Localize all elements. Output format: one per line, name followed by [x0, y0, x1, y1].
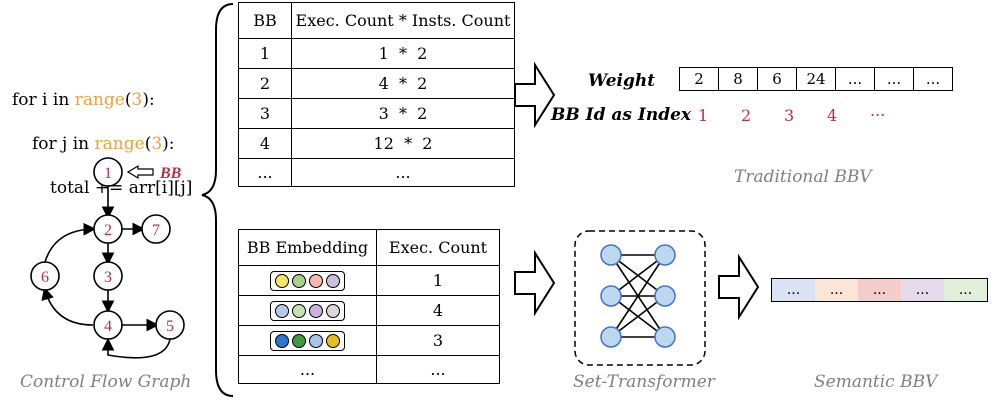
- curly-brace: [201, 3, 234, 397]
- semantic-cell: ...: [772, 279, 815, 301]
- table-cell: 12 * 2: [291, 128, 515, 159]
- semantic-vector: ... ... ... ... ...: [771, 278, 988, 302]
- index-value: 1: [698, 106, 709, 125]
- embedding-cell: [238, 325, 377, 356]
- traditional-bbv-caption: Traditional BBV: [734, 167, 872, 187]
- embedding-dot: [326, 333, 340, 348]
- table-cell: 2: [238, 68, 292, 99]
- cfg-node-7: [141, 214, 171, 244]
- table-cell: ...: [238, 355, 377, 384]
- embedding-dot: [326, 273, 340, 288]
- cfg-node-label: 1: [104, 165, 112, 182]
- arrow-icon: [514, 250, 556, 316]
- table-cell: 4: [238, 128, 292, 159]
- table-cell: ...: [291, 158, 515, 187]
- cfg-node-4: [93, 310, 123, 340]
- table-cell: 3 * 2: [291, 98, 515, 129]
- cfg-node-6: [30, 261, 60, 291]
- embedding-dot: [275, 333, 289, 348]
- cfg-node-2: [93, 214, 123, 244]
- weight-cell: ...: [836, 68, 875, 90]
- semantic-cell: ...: [858, 279, 901, 301]
- embedding-cell: [238, 295, 377, 326]
- embedding-cell: [238, 265, 377, 296]
- cfg-caption: Control Flow Graph: [20, 372, 192, 392]
- arrow-icon: [718, 254, 760, 320]
- cfg-node-label: 6: [41, 269, 49, 286]
- semantic-cell: ...: [944, 279, 987, 301]
- table-cell: 1 * 2: [291, 38, 515, 69]
- index-value: 3: [784, 106, 795, 125]
- embedding-vector: [270, 330, 345, 351]
- cfg-node-3: [93, 261, 123, 291]
- weight-vector: 2 8 6 24 ... ... ...: [679, 67, 953, 91]
- embedding-vector: [270, 270, 345, 291]
- cfg-node-1: [93, 157, 123, 187]
- code-line-2: for j in range(3):: [32, 134, 175, 154]
- table-cell: ...: [376, 355, 500, 384]
- index-label: BB Id as Index: [551, 105, 692, 125]
- embedding-vector: [270, 300, 345, 321]
- table-cell: 3: [238, 98, 292, 129]
- embedding-dot: [292, 303, 306, 318]
- weight-cell: 6: [758, 68, 797, 90]
- cfg-node-label: 7: [152, 222, 160, 239]
- embedding-dot: [292, 333, 306, 348]
- cfg-node-label: 2: [104, 222, 112, 239]
- arrow-icon: [514, 62, 556, 128]
- weight-cell: ...: [925, 70, 941, 88]
- weight-cell: 24: [797, 68, 836, 90]
- embedding-dot: [275, 303, 289, 318]
- bb-embedding-table: BB Embedding Exec. Count 1 4 3 ... ...: [238, 229, 500, 384]
- cfg-node-5: [155, 310, 185, 340]
- col-header-embedding: BB Embedding: [238, 229, 377, 266]
- cfg-node-label: 4: [104, 318, 112, 335]
- set-transformer-network: [574, 230, 706, 366]
- table-cell: 4: [376, 295, 500, 326]
- embedding-dot: [292, 273, 306, 288]
- semantic-bbv-caption: Semantic BBV: [814, 372, 938, 392]
- set-transformer-caption: Set-Transformer: [573, 372, 715, 392]
- cfg-node-label: 3: [104, 269, 112, 286]
- weight-cell: 8: [719, 68, 758, 90]
- index-value: ...: [870, 101, 886, 120]
- embedding-dot: [309, 273, 323, 288]
- table-cell: 4 * 2: [291, 68, 515, 99]
- table-cell: ...: [238, 158, 292, 187]
- code-line-1: for i in range(3):: [12, 90, 155, 110]
- embedding-dot: [326, 303, 340, 318]
- table-cell: 1: [238, 38, 292, 69]
- bb-pointer-label: BB: [159, 165, 182, 182]
- control-flow-graph: 1 2 3 4 5 6 7 BB: [30, 157, 185, 359]
- embedding-dot: [309, 303, 323, 318]
- table-cell: 3: [376, 325, 500, 356]
- cfg-node-label: 5: [166, 318, 174, 335]
- semantic-cell: ...: [901, 279, 944, 301]
- weight-label: Weight: [588, 71, 656, 91]
- embedding-dot: [275, 273, 289, 288]
- table-cell: 1: [376, 265, 500, 296]
- index-value: 4: [827, 106, 838, 125]
- index-value: 2: [741, 106, 752, 125]
- weight-cell: ...: [875, 68, 914, 90]
- col-header-exec-insts: Exec. Count * Insts. Count: [291, 2, 515, 39]
- weight-cell: 2: [680, 68, 719, 90]
- semantic-cell: ...: [815, 279, 858, 301]
- embedding-dot: [309, 333, 323, 348]
- col-header-bb: BB: [238, 2, 292, 39]
- col-header-exec: Exec. Count: [376, 229, 500, 266]
